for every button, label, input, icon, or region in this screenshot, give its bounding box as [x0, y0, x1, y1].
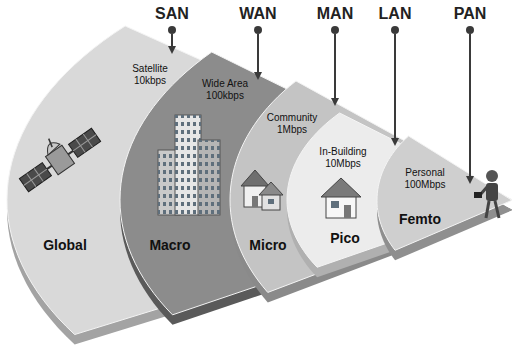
network-label: WAN: [239, 5, 276, 23]
leader-dot: [168, 26, 176, 34]
band-shape: [377, 136, 512, 260]
house-window: [268, 199, 274, 204]
panel-grid: [73, 135, 96, 151]
building: [175, 115, 201, 215]
building: [198, 140, 220, 215]
solar-panel: [69, 128, 101, 157]
house-body: [326, 196, 356, 218]
satellite-icon: [10, 115, 102, 194]
leader-line: [394, 34, 396, 139]
person-icon: [474, 170, 499, 218]
house-window: [331, 201, 339, 208]
leader-dot: [254, 26, 262, 34]
rate-label: In-Building 10Mbps: [315, 146, 371, 170]
building-windows: [175, 115, 201, 215]
rate-label: Wide Area 100kbps: [198, 78, 252, 102]
house-roof: [241, 170, 269, 186]
band-face: [377, 136, 512, 250]
panel-grid: [24, 169, 47, 185]
device-icon: [474, 192, 482, 198]
network-label: MAN: [317, 5, 353, 23]
leader-line: [257, 34, 259, 73]
house-body: [262, 194, 280, 210]
band-shape: [120, 52, 512, 325]
band-name: Global: [43, 237, 87, 253]
leader-line: [469, 34, 471, 177]
band-face: [120, 52, 512, 315]
network-label: SAN: [155, 5, 189, 23]
leader-dot: [331, 26, 339, 34]
person-leg: [486, 201, 489, 218]
leader-dot: [466, 26, 474, 34]
leader-line: [171, 34, 173, 47]
band-name: Pico: [330, 230, 360, 246]
leader-arrowhead: [254, 72, 262, 80]
leader-arrowhead: [466, 176, 474, 184]
building-icon: [321, 178, 361, 218]
house-door: [344, 205, 351, 218]
person-head: [486, 170, 498, 182]
leader-line: [334, 34, 336, 99]
rate-label: Community 1Mbps: [263, 112, 321, 136]
building-windows: [198, 140, 220, 215]
house-roof: [259, 182, 283, 195]
house-roof: [321, 178, 361, 197]
band-shape: [287, 113, 512, 277]
band-name: Macro: [149, 237, 190, 253]
band-face: [287, 113, 512, 267]
band-name: Micro: [249, 237, 286, 253]
community-houses: [241, 170, 283, 210]
band-face: [7, 26, 512, 335]
satellite-dish: [43, 139, 61, 155]
solar-panel: [19, 163, 51, 192]
house-door: [252, 196, 258, 207]
band-shape: [7, 26, 512, 345]
band-name: Femto: [399, 211, 441, 227]
leader-arrowhead: [168, 46, 176, 54]
rate-label: Satellite 10kbps: [126, 63, 174, 87]
leader-dot: [391, 26, 399, 34]
leader-lines: [168, 26, 474, 184]
leader-arrowhead: [331, 98, 339, 106]
leader-arrowhead: [391, 138, 399, 146]
rate-label: Personal 100Mbps: [400, 167, 450, 191]
network-label: LAN: [379, 5, 412, 23]
satellite-antenna: [47, 139, 54, 148]
city-buildings: [158, 115, 220, 215]
person-body: [486, 183, 498, 201]
network-label: PAN: [454, 5, 487, 23]
person-leg: [495, 201, 499, 218]
